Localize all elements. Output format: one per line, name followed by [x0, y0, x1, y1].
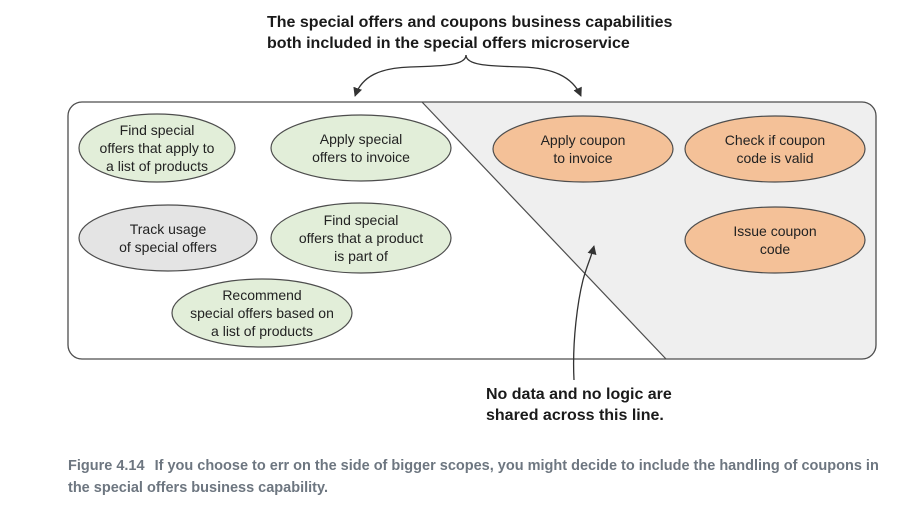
no-sharing-divider-line [421, 101, 667, 360]
capability-ellipse [270, 114, 452, 182]
figure-label: Figure 4.14 [68, 458, 145, 474]
capability-label-line: offers that apply to [100, 140, 215, 156]
capability-label-line: Check if coupon [725, 132, 825, 148]
coupons-capabilities: Apply coupon to invoice Check if coupon cod… [492, 115, 866, 274]
capability-label-line: code [760, 241, 791, 257]
divider-pointer-arrow [572, 245, 597, 381]
capability-issue-coupon: Issue coupon code [684, 206, 866, 274]
capability-ellipse [492, 115, 674, 183]
capability-ellipse [78, 113, 236, 183]
capability-label-line: a list of products [106, 158, 208, 174]
top-annotation-line-2: both included in the special offers micr… [267, 35, 630, 52]
capability-ellipse [684, 115, 866, 183]
bottom-annotation-line-1: No data and no logic are [486, 386, 672, 403]
capability-ellipse [171, 278, 353, 348]
capability-label-line: Issue coupon [733, 223, 816, 239]
capability-label-line: to invoice [553, 150, 612, 166]
capability-label-line: is part of [334, 248, 388, 264]
capability-ellipse [78, 204, 258, 272]
capability-label-line: Find special [324, 212, 399, 228]
capability-label-line: code is valid [736, 150, 813, 166]
capability-track-usage: Track usage of special offers [78, 204, 258, 272]
capability-label-line: special offers based on [190, 305, 334, 321]
capability-label-line: Apply special [320, 131, 403, 147]
capability-recommend-offers: Recommend special offers based on a list o… [171, 278, 353, 348]
top-annotation-line-1: The special offers and coupons business … [267, 14, 673, 31]
special-offers-capabilities: Find special offers that apply to a list o… [78, 113, 452, 348]
capability-label-line: Recommend [222, 287, 301, 303]
capability-label-line: Find special [120, 122, 195, 138]
capability-apply-coupon: Apply coupon to invoice [492, 115, 674, 183]
capability-label-line: Apply coupon [541, 132, 626, 148]
top-brace-right-arrow [465, 54, 582, 97]
capability-label-line: of special offers [119, 239, 217, 255]
capability-label-line: offers to invoice [312, 149, 410, 165]
capability-label-line: offers that a product [299, 230, 423, 246]
top-brace-left-arrow [353, 54, 467, 97]
capability-ellipse [684, 206, 866, 274]
bottom-annotation-line-2: shared across this line. [486, 407, 664, 424]
capability-ellipse [270, 202, 452, 274]
capability-find-offers-for-products: Find special offers that apply to a list o… [78, 113, 236, 183]
figure-caption-text: If you choose to err on the side of bigg… [68, 458, 879, 496]
capability-find-offers-for-product: Find special offers that a product is part… [270, 202, 452, 274]
capability-label-line: a list of products [211, 323, 313, 339]
capability-check-coupon: Check if coupon code is valid [684, 115, 866, 183]
capability-label-line: Track usage [130, 221, 207, 237]
capability-apply-offers-to-invoice: Apply special offers to invoice [270, 114, 452, 182]
